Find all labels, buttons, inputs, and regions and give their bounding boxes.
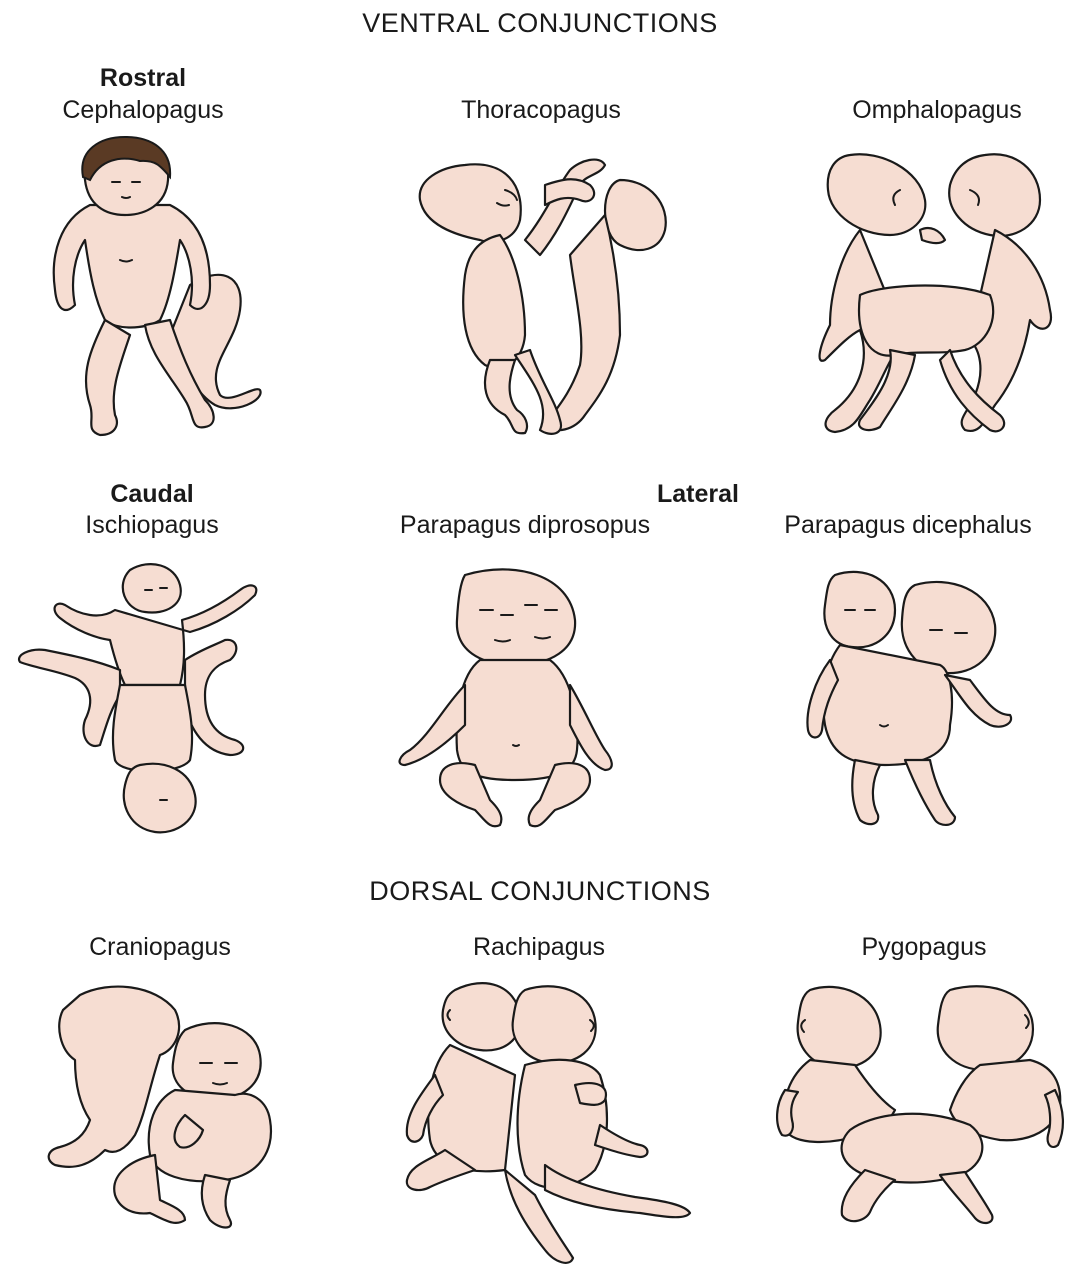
ventral-conjunctions-heading: VENTRAL CONJUNCTIONS [362, 10, 718, 37]
dorsal-conjunctions-heading: DORSAL CONJUNCTIONS [369, 878, 711, 905]
lateral-group-label: Lateral [657, 482, 739, 507]
cephalopagus-label: Cephalopagus [62, 98, 223, 123]
thoracopagus-illustration [405, 145, 675, 445]
rachipagus-illustration [395, 975, 705, 1275]
thoracopagus-label: Thoracopagus [461, 98, 621, 123]
rachipagus-label: Rachipagus [473, 935, 605, 960]
craniopagus-illustration [35, 975, 295, 1235]
parapagus-dicephalus-illustration [790, 565, 1030, 835]
ischiopagus-illustration [10, 560, 270, 840]
parapagus-diprosopus-illustration [385, 565, 625, 835]
pygopagus-label: Pygopagus [861, 935, 986, 960]
omphalopagus-label: Omphalopagus [852, 98, 1022, 123]
ischiopagus-label: Ischiopagus [85, 513, 218, 538]
caudal-group-label: Caudal [110, 482, 193, 507]
craniopagus-label: Craniopagus [89, 935, 231, 960]
omphalopagus-illustration [800, 145, 1070, 445]
parapagus-dicephalus-label: Parapagus dicephalus [784, 513, 1031, 538]
parapagus-diprosopus-label: Parapagus diprosopus [400, 513, 650, 538]
rostral-group-label: Rostral [100, 66, 186, 91]
pygopagus-illustration [770, 980, 1080, 1230]
cephalopagus-illustration [20, 135, 270, 445]
